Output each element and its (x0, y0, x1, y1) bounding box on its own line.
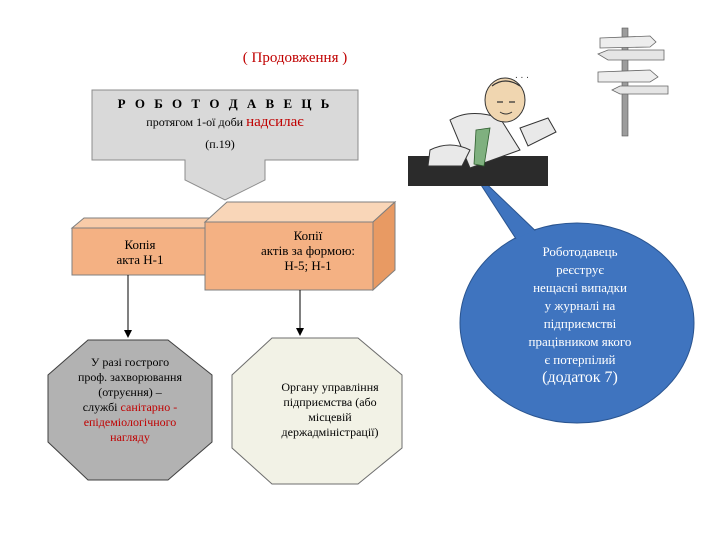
box-left-line: акта Н-1 (80, 252, 200, 267)
octagon-left-line: службі санітарно - (55, 400, 205, 415)
box-right-text: Копії актів за формою: Н-5; Н-1 (218, 228, 398, 273)
octagon-left-line-prefix: службі (83, 400, 118, 414)
speech-bubble-appendix: (додаток 7) (480, 369, 680, 387)
box-right-line: Н-5; Н-1 (218, 258, 398, 273)
octagon-right-line: держадміністрації) (255, 425, 405, 440)
slide-title: ( Продовження ) (180, 50, 410, 67)
box-right-line: актів за формою: (218, 243, 398, 258)
speech-bubble-line: Роботодавець (480, 243, 680, 261)
speech-bubble-line: підприємстві (480, 315, 680, 333)
header-line-deadline-emph: надсилає (246, 114, 304, 130)
speech-bubble-line: працівником якого (480, 333, 680, 351)
octagon-right-line: підприємства (або (255, 395, 405, 410)
connector-right (296, 290, 304, 336)
connector-left (124, 275, 132, 338)
speech-bubble-line: у журналі на (480, 297, 680, 315)
octagon-right-line: Органу управління (255, 380, 405, 395)
speech-bubble-line: є потерпілий (480, 351, 680, 369)
header-line-employer: Р О Б О Т О Д А В Е Ц Ь (95, 96, 355, 112)
octagon-left-line-emph: санітарно - (121, 400, 178, 414)
header-line-clause: (п.19) (140, 137, 300, 152)
octagon-left-line: У разі гострого (55, 355, 205, 370)
speech-bubble-line: реєструє (480, 261, 680, 279)
box-right-line: Копії (218, 228, 398, 243)
box-left-line: Копія (80, 237, 200, 252)
svg-text:. . .: . . . (515, 70, 529, 81)
box-left-text: Копія акта Н-1 (80, 237, 200, 267)
octagon-left-line: проф. захворювання (55, 370, 205, 385)
octagon-right-text: Органу управління підприємства (або місц… (255, 380, 405, 440)
octagon-left-line: нагляду (55, 430, 205, 445)
speech-bubble-text: Роботодавець реєструє нещасні випадки у … (480, 243, 680, 387)
speech-bubble-line: нещасні випадки (480, 279, 680, 297)
octagon-left-line: (отруєння) – (55, 385, 205, 400)
header-line-deadline-prefix: протягом 1-ої доби (146, 115, 243, 129)
octagon-right-line: місцевій (255, 410, 405, 425)
signpost-icon (598, 28, 668, 136)
tired-office-worker-icon: . . . (408, 70, 556, 186)
octagon-left-text: У разі гострого проф. захворювання (отру… (55, 355, 205, 445)
header-line-deadline: протягом 1-ої доби надсилає (95, 114, 355, 131)
octagon-left-line: епідеміологічного (55, 415, 205, 430)
